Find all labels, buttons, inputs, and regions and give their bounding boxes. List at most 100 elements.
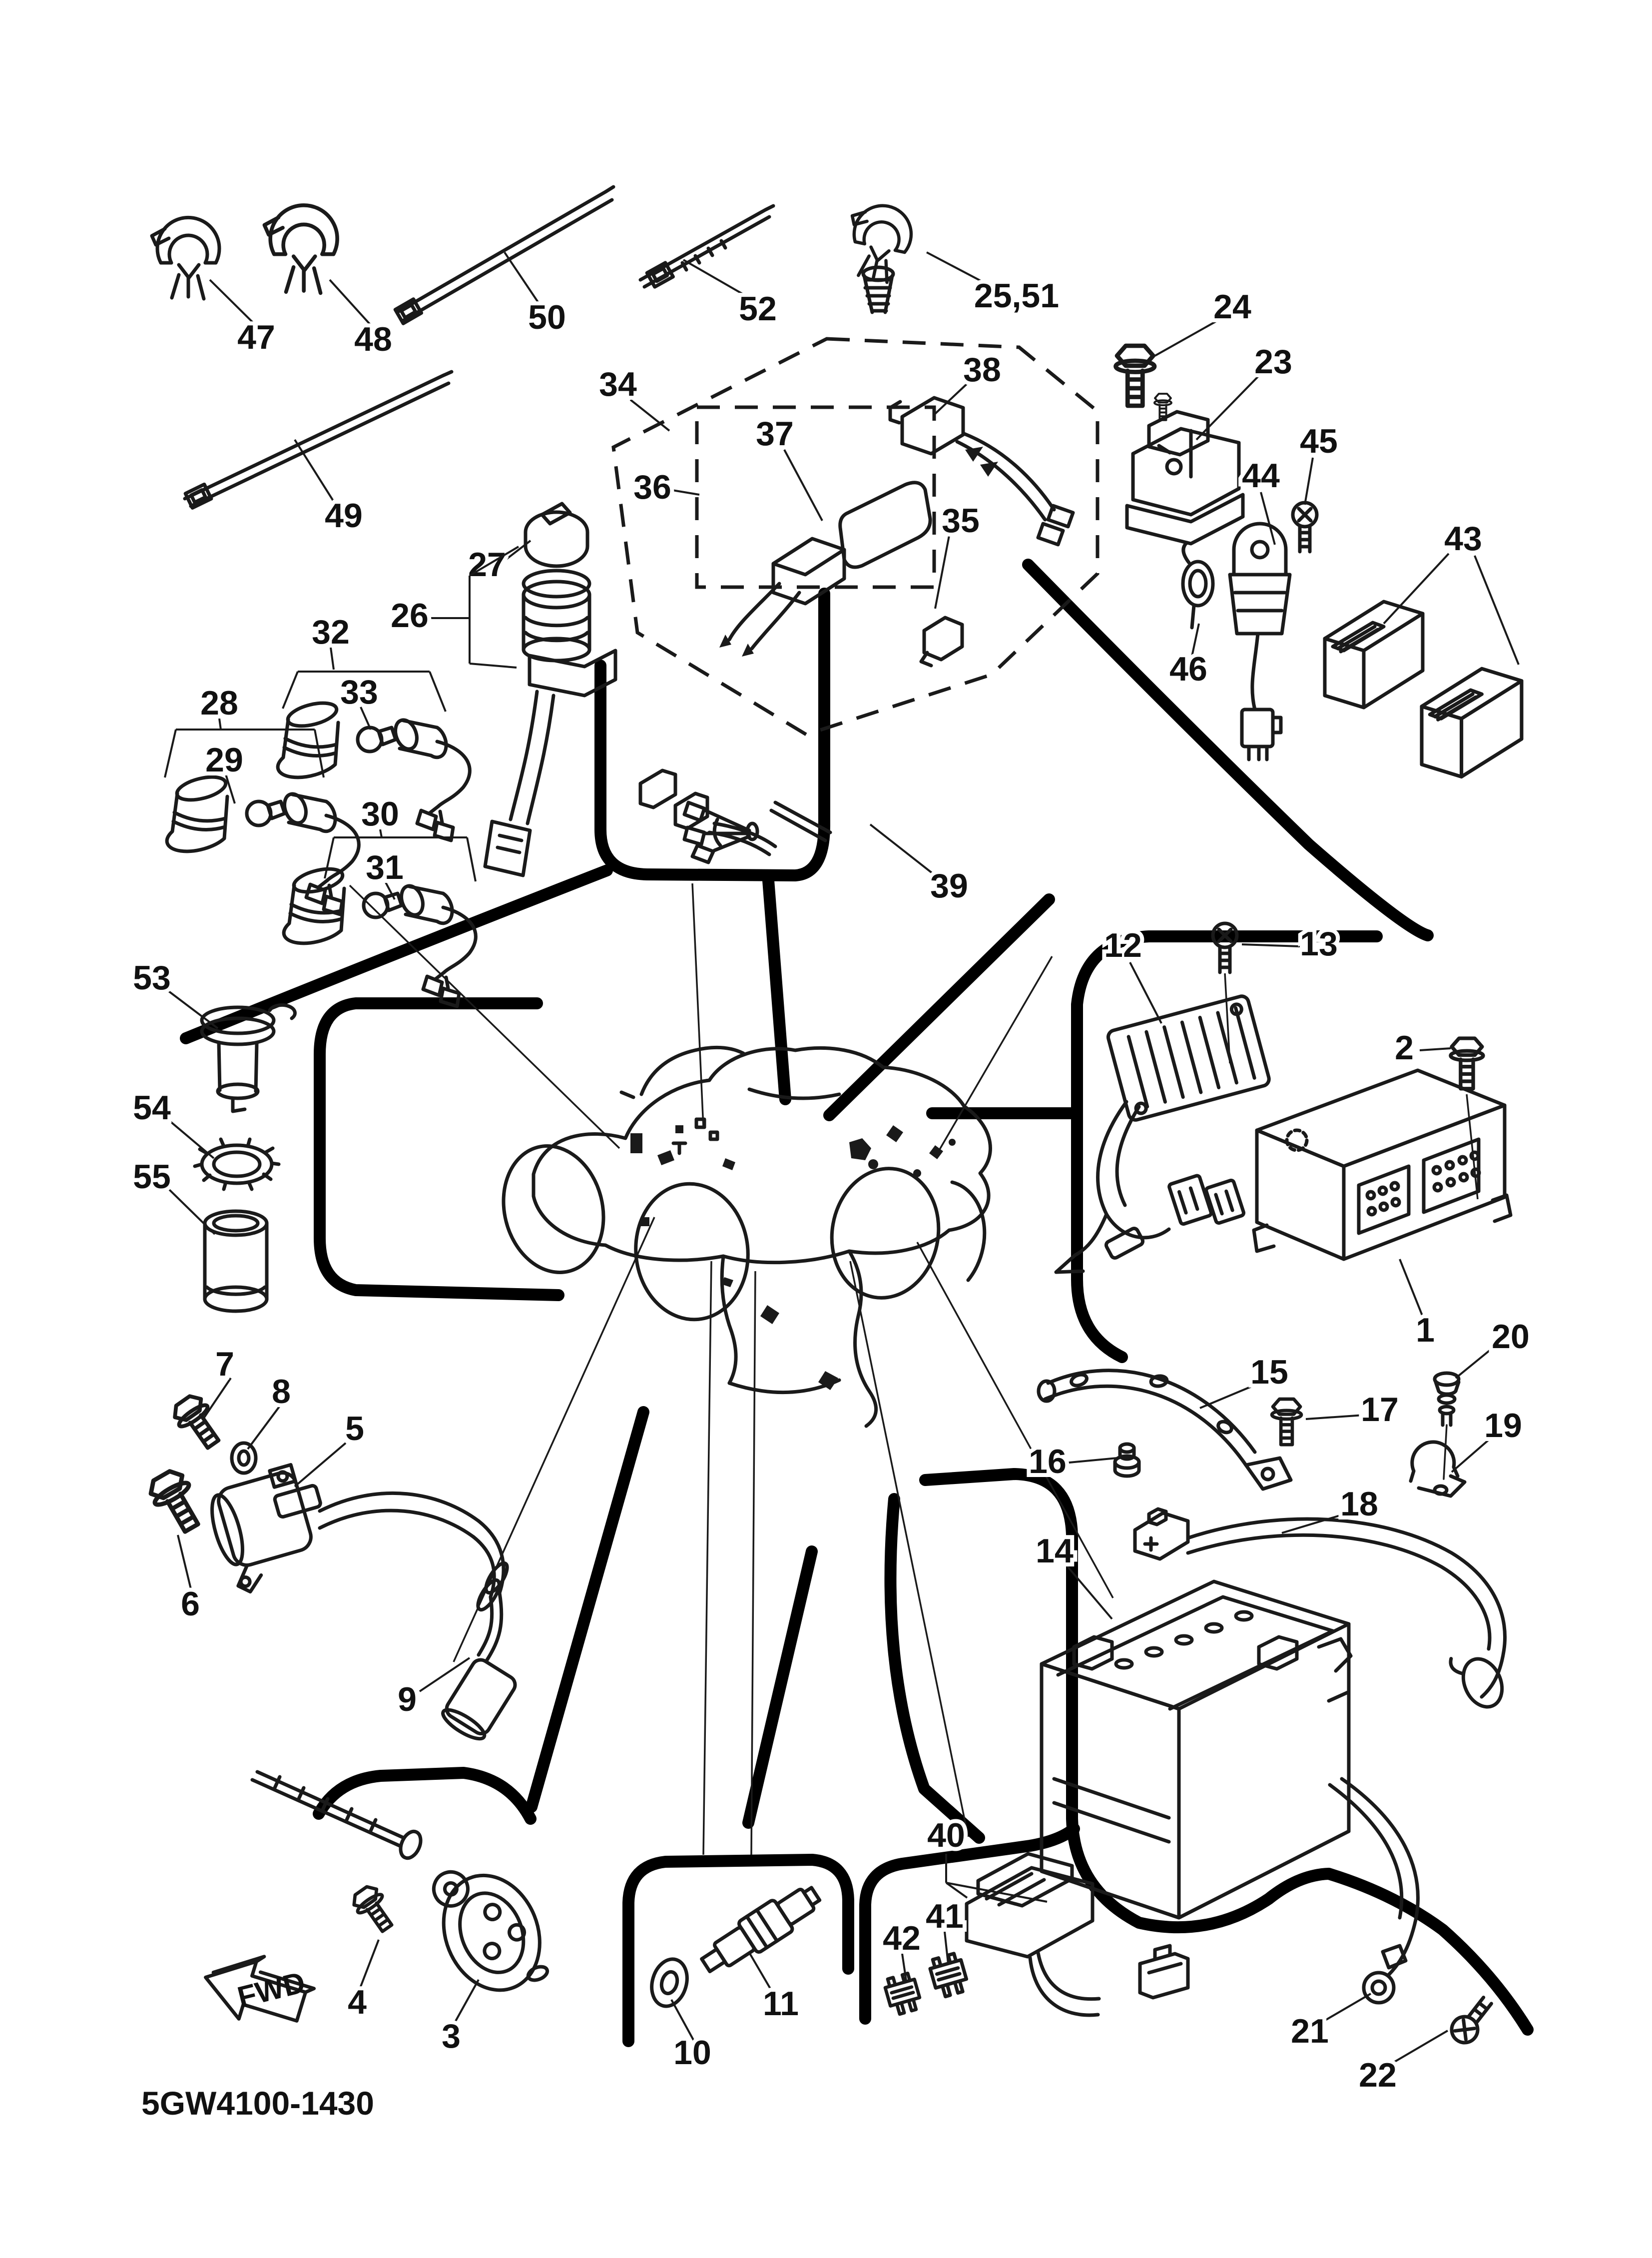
part-21-ground-lead-drawing xyxy=(1328,1777,1420,2005)
leader-line-41 xyxy=(944,1931,949,1964)
leader-line-32 xyxy=(282,671,299,709)
part-label-46: 46 xyxy=(1169,650,1207,688)
leader-line-39 xyxy=(869,823,936,876)
leader-line-44 xyxy=(1260,492,1276,545)
leader-line-7 xyxy=(203,1377,232,1419)
leader-line-33 xyxy=(360,707,372,730)
part-6-bolt-drawing xyxy=(145,1467,208,1538)
part-12-rectifier-drawing xyxy=(1054,994,1271,1274)
part-label-7: 7 xyxy=(215,1345,234,1383)
leader-line-52 xyxy=(683,259,750,299)
leader-line-53 xyxy=(168,990,219,1029)
part-label-8: 8 xyxy=(272,1373,291,1411)
part-label-43: 43 xyxy=(1444,520,1482,558)
divider-sensor-leader xyxy=(742,1545,818,1829)
part-2-bolt-drawing xyxy=(1451,1038,1483,1200)
part-label-15: 15 xyxy=(1250,1353,1288,1391)
leader-line-32 xyxy=(429,671,447,712)
leader-line-47 xyxy=(209,279,257,327)
part-label-31: 31 xyxy=(366,848,404,886)
part-45-screw-drawing xyxy=(1293,503,1317,552)
divider-battery-bubble xyxy=(919,1468,1534,2036)
wire-harness-dashed-box xyxy=(611,337,1100,737)
leader-line-6 xyxy=(177,1534,193,1593)
part-4-bolt-drawing xyxy=(349,1882,399,1936)
part-label-34: 34 xyxy=(599,365,637,403)
part-label-42: 42 xyxy=(883,1919,921,1957)
leader-line-36 xyxy=(669,489,700,496)
part-18-positive-lead-drawing xyxy=(1133,1507,1507,1709)
part-54-ring-nut-drawing xyxy=(193,1137,281,1191)
leader-line-20 xyxy=(1455,1344,1497,1379)
leader-line-13 xyxy=(1241,943,1300,947)
part-label-11: 11 xyxy=(763,1985,799,2023)
part-label-20: 20 xyxy=(1492,1318,1530,1356)
leader-line-43 xyxy=(1474,555,1520,665)
part-label-17: 17 xyxy=(1361,1391,1399,1429)
part-42-fuse-drawing xyxy=(883,1972,923,2016)
leader-line-28 xyxy=(314,729,325,778)
leader-line-8 xyxy=(247,1405,281,1450)
part-9-plug-cap-drawing xyxy=(441,1519,517,1741)
part-7-bolt-drawing xyxy=(169,1391,227,1454)
leader-line-26 xyxy=(469,546,520,577)
part-label-19: 19 xyxy=(1484,1407,1522,1445)
part-23-starter-relay-drawing xyxy=(1125,393,1245,546)
part-label-21: 21 xyxy=(1291,2012,1329,2050)
part-53-cap-drawing xyxy=(200,1003,297,1113)
divider-topleft xyxy=(180,864,613,1044)
part-label-49: 49 xyxy=(325,497,363,535)
part-49-cable-tie-drawing xyxy=(183,370,454,508)
part-label-40: 40 xyxy=(927,1816,965,1854)
part-label-50: 50 xyxy=(528,298,566,336)
divider-center-vertical xyxy=(762,874,791,1105)
part-label-38: 38 xyxy=(963,351,1001,389)
leader-line-9 xyxy=(419,1657,471,1692)
leader-line-55 xyxy=(168,1188,216,1235)
part-26-main-switch-drawing xyxy=(483,569,617,877)
part-39-sub-lead-drawing xyxy=(682,800,832,864)
leader-line-42 xyxy=(901,1953,907,1981)
part-label-53: 53 xyxy=(133,959,171,997)
divider-center-diagonal xyxy=(823,893,1055,1121)
part-label-37: 37 xyxy=(756,415,794,453)
leader-line-38 xyxy=(934,382,969,415)
leader-line-17 xyxy=(1305,1414,1364,1420)
leader-line-19 xyxy=(1451,1438,1491,1473)
leader-line-30 xyxy=(324,837,335,879)
part-label-45: 45 xyxy=(1300,422,1338,460)
divider-right-bubble xyxy=(1071,930,1383,1363)
part-label-44: 44 xyxy=(1242,457,1280,495)
part-3-pickup-coil-drawing xyxy=(250,1770,550,1992)
leader-line-21 xyxy=(1322,1993,1372,2023)
diagram-code: 5GW4100-1430 xyxy=(141,2085,374,2122)
part-label-52: 52 xyxy=(739,290,777,328)
leader-line-40 xyxy=(945,1882,968,1899)
leader-line-37 xyxy=(783,449,823,521)
leader-line-50 xyxy=(504,251,542,307)
part-47-clamp-drawing xyxy=(152,217,219,299)
leader-line-18 xyxy=(1281,1513,1345,1534)
divider-pickup-bubble xyxy=(313,1767,537,1825)
part-50-cable-tie-drawing xyxy=(395,185,615,323)
part-label-4: 4 xyxy=(348,1983,367,2021)
part-label-9: 9 xyxy=(398,1680,417,1718)
part-44-sensor-drawing xyxy=(1228,522,1292,761)
part-11-temp-sensor-drawing xyxy=(700,1886,822,1974)
part-17-bolt-drawing xyxy=(1272,1399,1301,1445)
part-16-damper-drawing xyxy=(1113,1442,1141,1478)
leader-line-28 xyxy=(164,729,177,778)
leader-line-30 xyxy=(466,837,477,882)
section-divider-curves xyxy=(180,559,1534,2047)
part-28-29-socket-cord-drawing xyxy=(167,772,359,914)
part-label-54: 54 xyxy=(133,1089,171,1127)
part-1-cdi-unit-drawing xyxy=(1252,1068,1513,1261)
vehicle-component-marks xyxy=(630,1125,956,1390)
part-label-28: 28 xyxy=(200,684,238,722)
fwd-arrow-label: FWD xyxy=(234,1965,309,2014)
leader-line-10 xyxy=(670,1999,695,2042)
part-25-51-clamp-screw-drawing xyxy=(840,199,917,314)
leader-line-4 xyxy=(358,1939,380,1992)
part-label-22: 22 xyxy=(1359,2056,1397,2094)
